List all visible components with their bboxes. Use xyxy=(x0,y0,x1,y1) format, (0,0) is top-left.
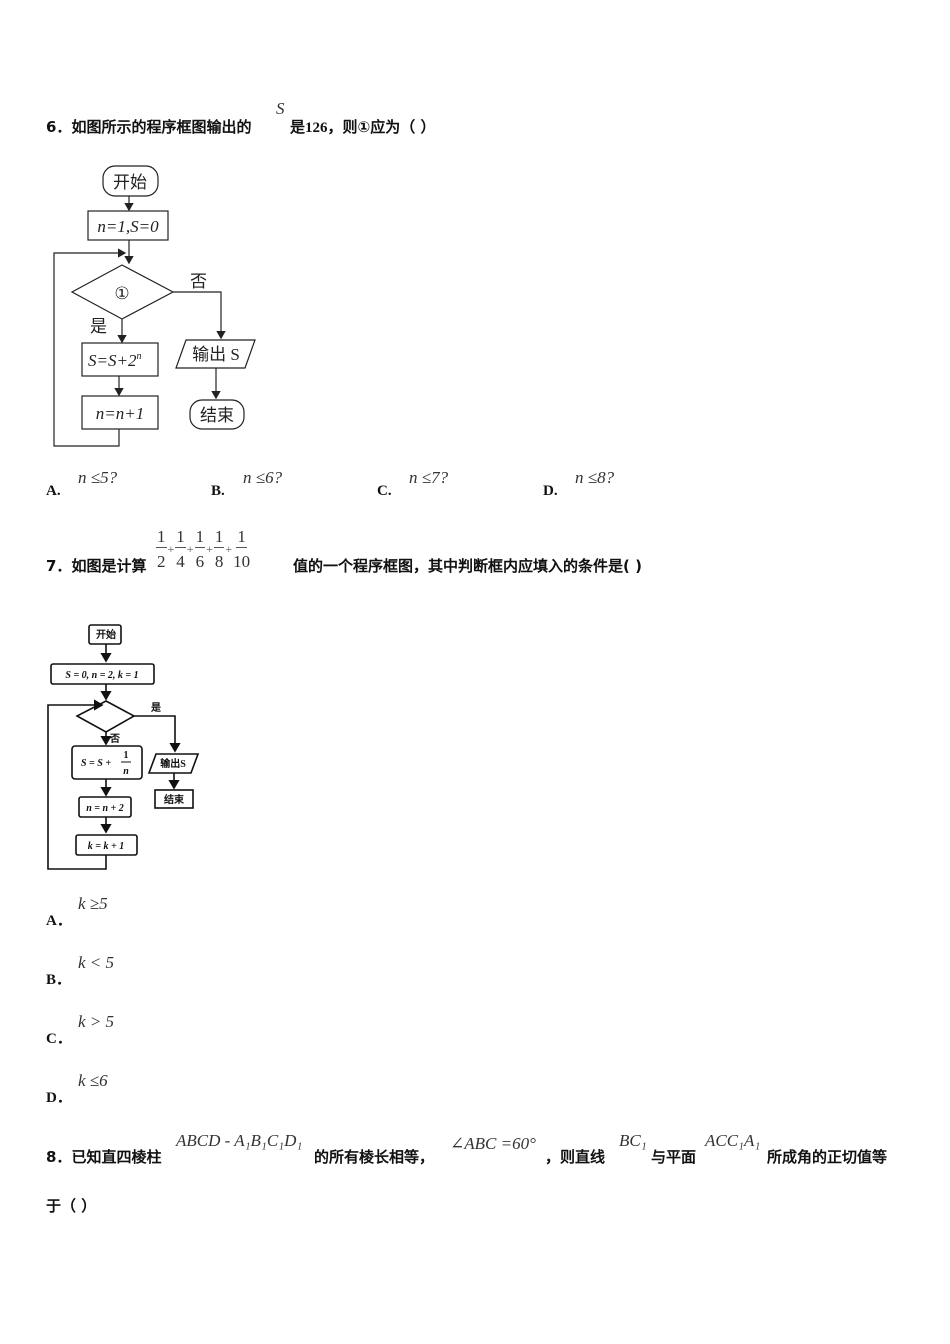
question-text: 已知直四棱柱 xyxy=(71,1148,162,1166)
start-label: 开始 xyxy=(113,173,147,192)
flowchart-q6: 开始 n=1,S=0 ① 否 是 S=S+2n n=n+1 输出 S 结束 xyxy=(53,165,256,447)
fraction-num: 1 xyxy=(124,750,129,761)
sum-label: S=S+2n xyxy=(88,351,141,370)
math-prism: ABCD - A₁B₁C₁D₁ xyxy=(176,1131,303,1150)
option-d-value: k ≤6 xyxy=(78,1071,108,1090)
question-text: 的所有棱长相等， xyxy=(314,1148,435,1166)
sum-box xyxy=(71,745,143,780)
end-terminal xyxy=(154,789,194,809)
option-d-label: D． xyxy=(46,1090,72,1106)
increment-n-box xyxy=(78,796,132,818)
option-c-value: n ≤7? xyxy=(409,468,449,487)
option-c-value: k > 5 xyxy=(78,1012,115,1031)
question-text: 与平面 xyxy=(651,1148,697,1166)
end-terminal xyxy=(189,399,245,430)
question-8-stem: 8．已知直四棱柱 xyxy=(46,1146,161,1167)
condition-label: ① xyxy=(114,284,129,303)
fraction-den: n xyxy=(123,766,129,777)
start-terminal xyxy=(102,165,159,197)
question-number: 8． xyxy=(46,1148,72,1166)
output-parallelogram xyxy=(147,753,200,774)
math-plane: ACC₁A₁ xyxy=(705,1131,761,1150)
no-label: 否 xyxy=(109,733,120,745)
question-text: 如图所示的程序框图输出的 xyxy=(71,118,252,136)
start-terminal xyxy=(88,624,122,645)
option-c-label: C． xyxy=(46,1031,72,1047)
option-a-value: k ≥5 xyxy=(78,894,108,913)
option-c-label: C. xyxy=(377,483,392,499)
option-a-value: n ≤5? xyxy=(78,468,118,487)
increment-n-label: n = n + 2 xyxy=(86,803,124,814)
question-text: ，则直线 xyxy=(545,1148,606,1166)
question-number: 7． xyxy=(46,557,72,575)
sum-label: S = S + xyxy=(81,758,111,769)
output-label: 输出 S xyxy=(192,345,240,364)
question-number: 6． xyxy=(46,118,72,136)
init-label: n=1,S=0 xyxy=(97,217,159,236)
start-label: 开始 xyxy=(96,628,116,641)
output-value: 126 xyxy=(305,120,328,136)
question-text: ，则①应为（ ） xyxy=(327,118,436,136)
output-label: 输出S xyxy=(160,757,186,770)
option-b-value: k < 5 xyxy=(78,953,115,972)
question-text: 如图是计算 xyxy=(71,557,147,575)
no-label: 否 xyxy=(190,272,207,291)
yes-label: 是 xyxy=(90,317,107,336)
init-box xyxy=(87,210,169,241)
increment-label: n=n+1 xyxy=(96,404,144,423)
math-line: BC₁ xyxy=(619,1131,647,1150)
option-b-value: n ≤6? xyxy=(243,468,283,487)
question-text: 于（ ） xyxy=(46,1197,97,1215)
math-variable-s: S xyxy=(276,99,285,118)
question-7-stem-end: 值的一个程序框图，其中判断框内应填入的条件是( ) xyxy=(293,557,642,575)
option-d-label: D. xyxy=(543,483,558,499)
end-label: 结束 xyxy=(200,406,234,425)
init-box xyxy=(50,663,155,685)
increment-box xyxy=(81,395,159,430)
question-text: 是 xyxy=(290,118,306,136)
math-angle: ∠ABC =60° xyxy=(450,1134,536,1153)
increment-k-label: k = k + 1 xyxy=(88,841,124,852)
option-d-value: n ≤8? xyxy=(575,468,615,487)
question-6-stem-end: 是126，则①应为（ ） xyxy=(290,116,435,137)
question-text: 所成角的正切值等 xyxy=(767,1148,888,1166)
sum-box xyxy=(81,342,159,377)
option-a-label: A． xyxy=(46,913,72,929)
flowchart-q7: 开始 S = 0, n = 2, k = 1 是 否 S = S + 1 n n… xyxy=(47,624,200,870)
yes-label: 是 xyxy=(150,702,161,714)
question-7-stem: 7．如图是计算 xyxy=(46,555,146,576)
option-b-label: B． xyxy=(46,972,72,988)
output-parallelogram xyxy=(175,339,256,369)
option-a-label: A. xyxy=(46,483,61,499)
end-label: 结束 xyxy=(164,793,185,806)
option-b-label: B. xyxy=(211,483,225,499)
question-6-stem: 6．如图所示的程序框图输出的 xyxy=(46,116,251,137)
init-label: S = 0, n = 2, k = 1 xyxy=(65,670,138,681)
